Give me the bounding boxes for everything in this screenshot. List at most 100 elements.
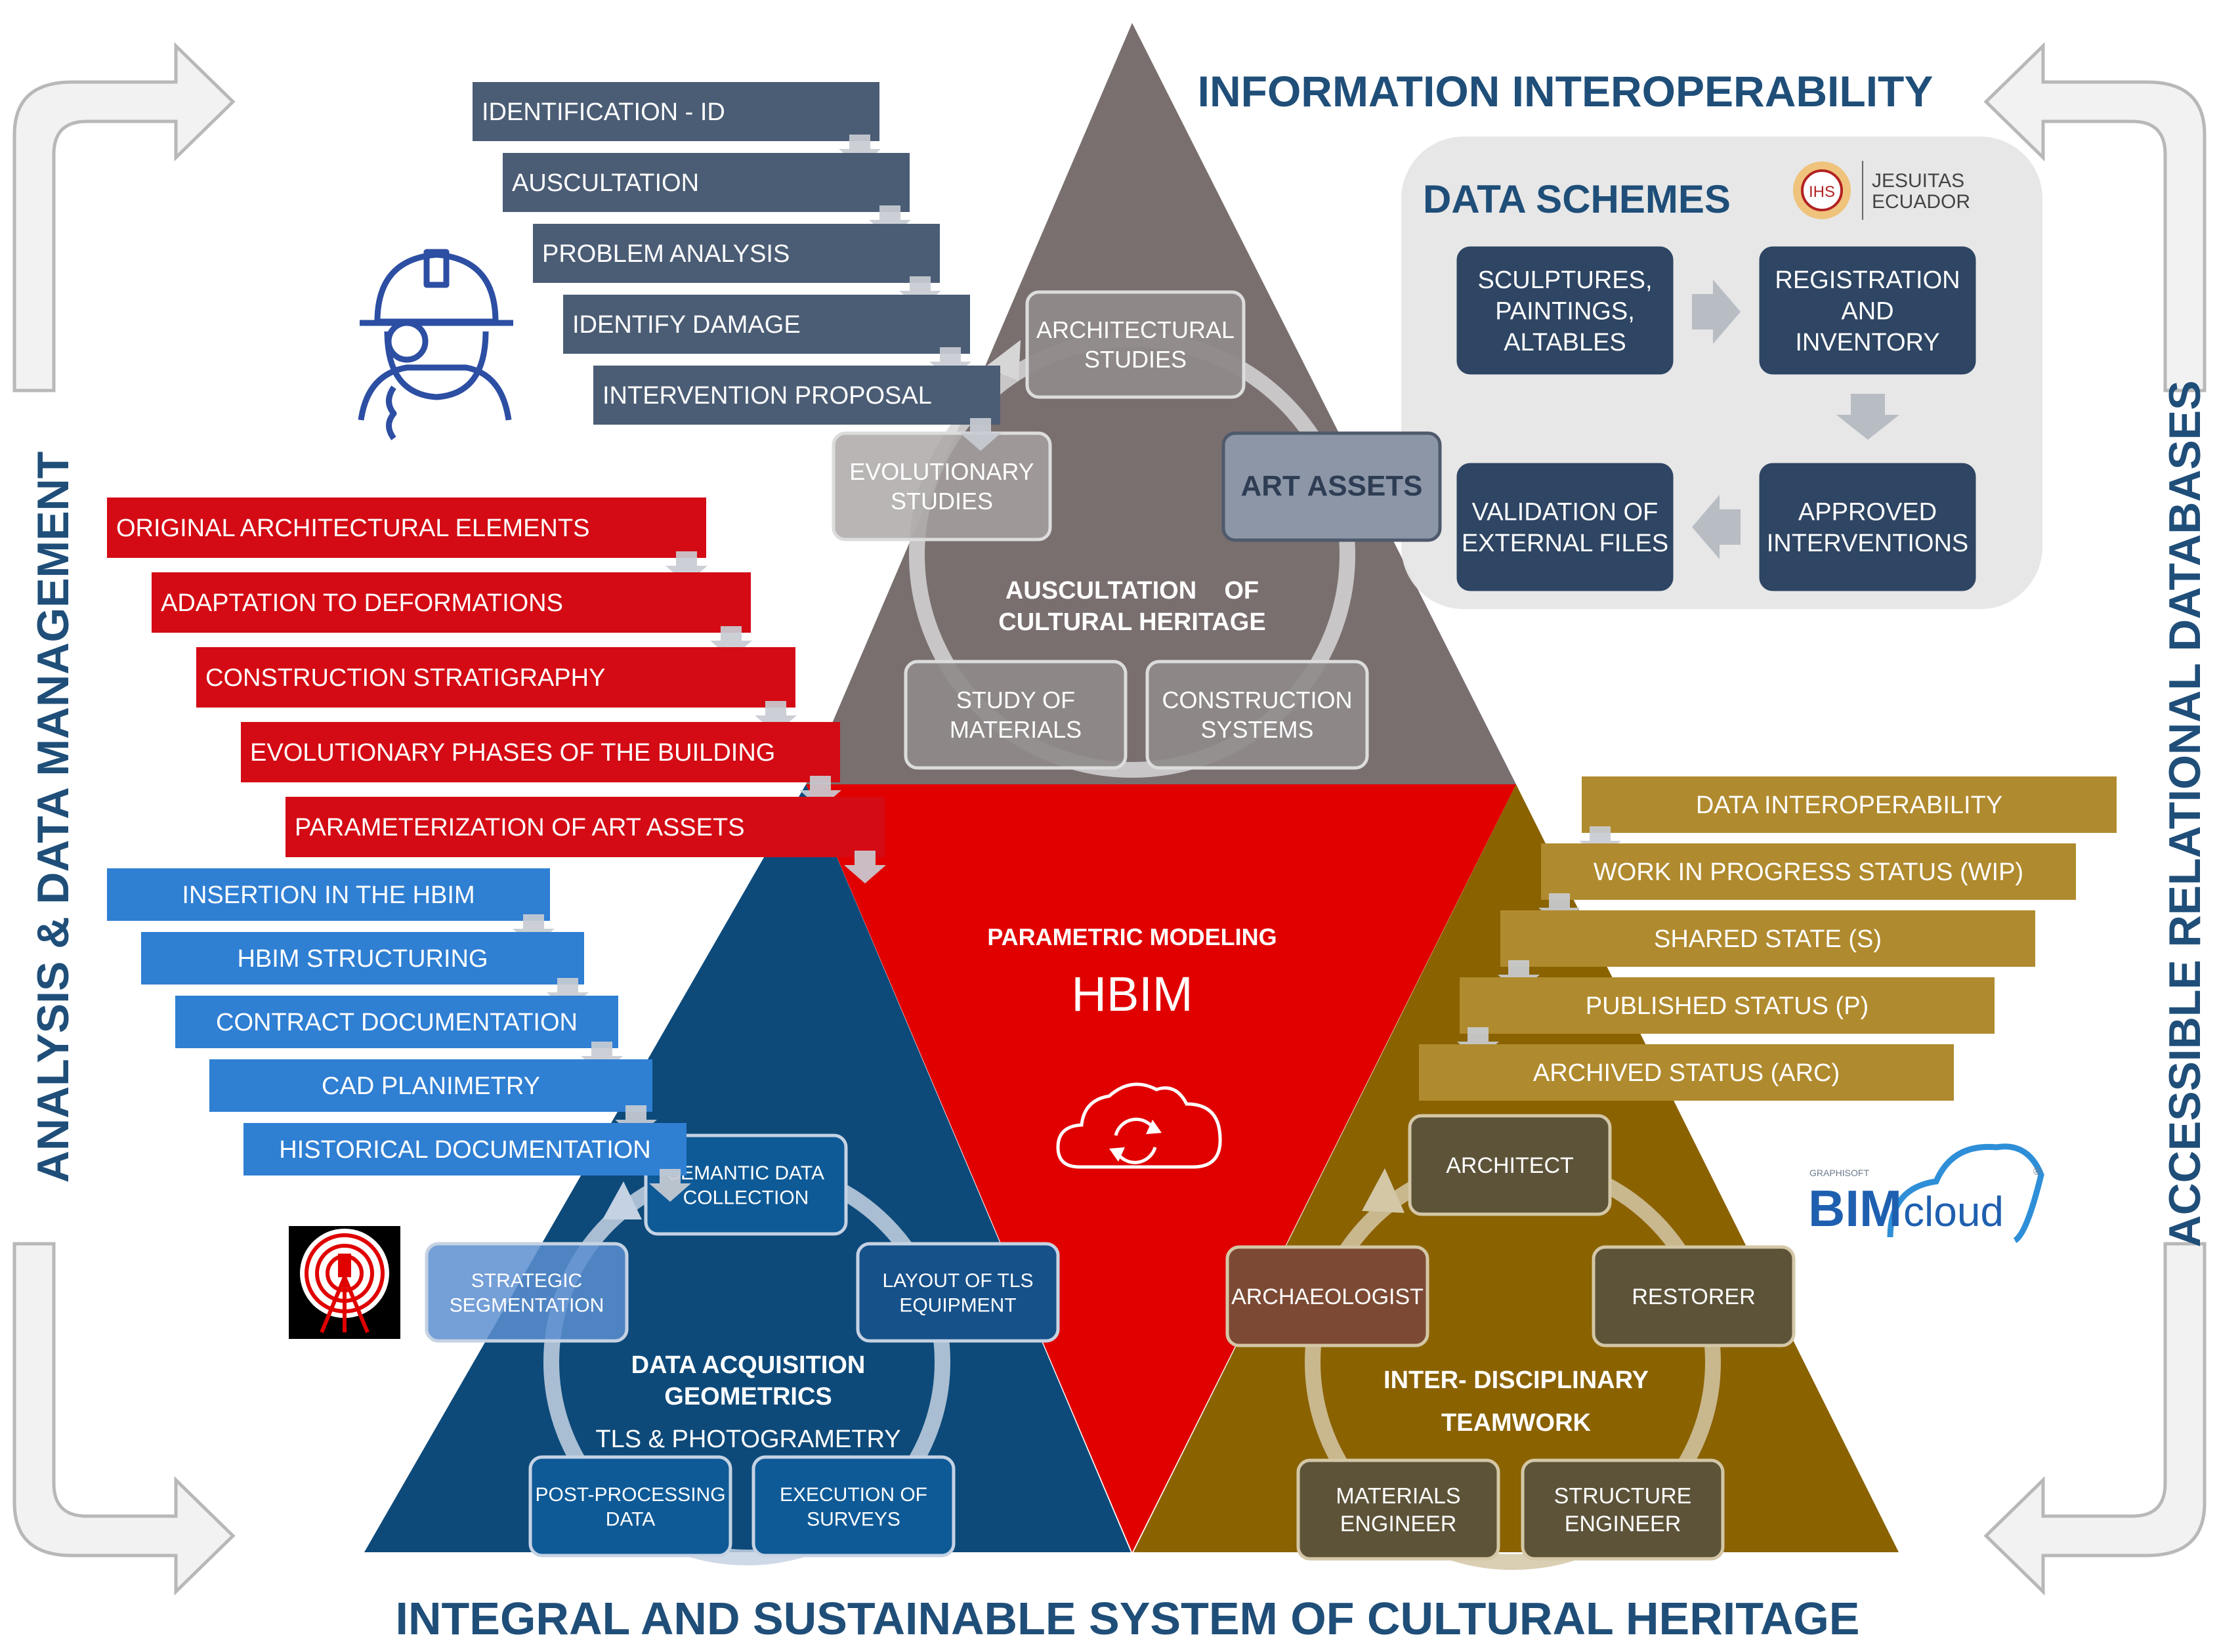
study-of-materials-label: STUDY OF xyxy=(956,687,1075,713)
gold-step-bar[interactable] xyxy=(1460,977,1995,1034)
semantic-data-collection-box[interactable] xyxy=(644,1133,848,1236)
materials-engineer-box[interactable] xyxy=(1296,1458,1500,1561)
top-step-bar-label: INTERVENTION PROPOSAL xyxy=(602,382,932,410)
bimcloud-graphisoft: GRAPHISOFT xyxy=(1809,1168,1869,1178)
blue-step-bar-label: HISTORICAL DOCUMENTATION xyxy=(279,1136,651,1164)
blue-step-bar[interactable] xyxy=(175,996,618,1048)
archaeologist-label: ARCHAEOLOGIST xyxy=(1231,1284,1424,1309)
layout-of-tls-box[interactable] xyxy=(856,1242,1060,1343)
strategic-segmentation-box[interactable] xyxy=(425,1242,629,1343)
top-step-down-arrow xyxy=(960,418,1002,451)
blue-step-bar-label: HBIM STRUCTURING xyxy=(237,945,488,973)
structure-engineer-box[interactable] xyxy=(1521,1458,1725,1561)
construction-systems-label: CONSTRUCTION xyxy=(1162,687,1353,713)
scheme-sculptures-label: ALTABLES xyxy=(1504,329,1626,356)
red-step-down-arrow xyxy=(844,851,886,883)
gold-step-bar[interactable] xyxy=(1541,843,2076,900)
study-of-materials-box[interactable] xyxy=(904,660,1128,770)
scheme-approved-label: APPROVED xyxy=(1798,499,1937,526)
gold-step-bar[interactable] xyxy=(1582,776,2117,833)
gold-step-bar[interactable] xyxy=(1500,910,2035,967)
bimcloud-registered: ® xyxy=(2033,1166,2041,1177)
construction-systems-label: SYSTEMS xyxy=(1200,716,1313,743)
red-step-down-arrow xyxy=(799,776,841,809)
hbim-center: PARAMETRIC MODELING HBIM xyxy=(987,923,1277,1169)
auscultation-center-line1: AUSCULTATION OF xyxy=(1005,577,1259,604)
blue-step-bar-label: CAD PLANIMETRY xyxy=(322,1072,540,1100)
arrow-top-right xyxy=(1983,42,2207,392)
arrow-bottom-left xyxy=(12,1242,236,1596)
gold-step-bar-label: ARCHIVED STATUS (ARC) xyxy=(1533,1059,1840,1087)
top-step-down-arrow xyxy=(839,135,881,167)
acquisition-center-line3: TLS & PHOTOGRAMETRY xyxy=(595,1426,900,1453)
blue-step-bar[interactable] xyxy=(209,1059,652,1112)
construction-systems-box[interactable] xyxy=(1145,660,1369,770)
bimcloud-logo: GRAPHISOFT BIM cloud ® xyxy=(1808,1143,2044,1243)
red-step-bar[interactable] xyxy=(152,572,751,633)
top-step-bar[interactable] xyxy=(563,295,970,354)
blue-step-bar[interactable] xyxy=(243,1123,687,1175)
svg-text:ECUADOR: ECUADOR xyxy=(1872,191,1970,213)
gold-step-down-arrow xyxy=(1579,826,1621,859)
data-schemes-boxes: SCULPTURES,PAINTINGS,ALTABLESREGISTRATIO… xyxy=(1456,246,1976,591)
restorer-box[interactable] xyxy=(1592,1245,1796,1347)
execution-of-surveys-box[interactable] xyxy=(751,1455,956,1557)
scheme-approved-label: INTERVENTIONS xyxy=(1767,530,1969,557)
blue-step-bar[interactable] xyxy=(141,932,584,985)
red-step-bar[interactable] xyxy=(196,647,795,708)
scheme-approved-box[interactable] xyxy=(1759,463,1976,591)
scheme-registration-box[interactable] xyxy=(1759,246,1976,375)
scheme-sculptures-label: PAINTINGS, xyxy=(1495,297,1635,325)
gold-step-bar-label: PUBLISHED STATUS (P) xyxy=(1586,992,1869,1020)
top-step-bar[interactable] xyxy=(533,224,940,283)
title-left: ANALYSIS & DATA MANAGEMENT xyxy=(28,452,78,1183)
architect-box[interactable] xyxy=(1408,1114,1612,1216)
title-top: INFORMATION INTEROPERABILITY xyxy=(1198,67,1934,116)
evolutionary-studies-box[interactable] xyxy=(832,431,1052,541)
top-step-down-arrow xyxy=(869,205,911,238)
architectural-studies-box[interactable] xyxy=(1025,290,1246,399)
teamwork-center-line2: TEAMWORK xyxy=(1441,1409,1592,1437)
red-step-bar-label: CONSTRUCTION STRATIGRAPHY xyxy=(205,664,605,692)
title-right: ACCESSIBLE RELATIONAL DATABASES xyxy=(2160,380,2210,1247)
red-step-bar[interactable] xyxy=(107,498,706,558)
auscultation-boxes: ARCHITECTURALSTUDIESEVOLUTIONARYSTUDIESS… xyxy=(832,290,1369,770)
scheme-arrow-right xyxy=(1692,280,1741,344)
scheme-validation-box[interactable] xyxy=(1456,463,1674,591)
top-step-bar[interactable] xyxy=(593,366,1000,425)
evolutionary-studies-label: EVOLUTIONARY xyxy=(849,458,1034,485)
auscultation-cycle: ARCHITECTURALSTUDIESEVOLUTIONARYSTUDIESS… xyxy=(832,290,1442,778)
acquisition-cycle-arrowhead xyxy=(602,1181,642,1219)
scheme-sculptures-label: SCULPTURES, xyxy=(1477,266,1652,294)
hbim-subtitle: PARAMETRIC MODELING xyxy=(987,923,1277,950)
gold-step-bar-label: DATA INTEROPERABILITY xyxy=(1696,792,2002,819)
top-step-down-arrow xyxy=(929,347,971,380)
top-step-bar-label: AUSCULTATION xyxy=(512,169,699,197)
cloud-sync-icon xyxy=(1056,1082,1222,1169)
teamwork-center-line1: INTER- DISCIPLINARY xyxy=(1384,1366,1649,1394)
materials-engineer-label: MATERIALS xyxy=(1336,1484,1460,1509)
svg-text:JESUITAS: JESUITAS xyxy=(1872,170,1964,192)
bimcloud-cloud: cloud xyxy=(1903,1188,2004,1235)
blue-step-down-arrow xyxy=(547,978,589,1011)
post-processing-data-box[interactable] xyxy=(528,1455,732,1557)
archaeologist-box[interactable] xyxy=(1225,1245,1429,1347)
scheme-sculptures-box[interactable] xyxy=(1456,246,1674,375)
layout-of-tls-label: LAYOUT OF TLS xyxy=(882,1270,1033,1292)
acquisition-cycle: SEMANTIC DATACOLLECTIONSTRATEGICSEGMENTA… xyxy=(425,1133,1060,1565)
auscultation-center-line2: CULTURAL HERITAGE xyxy=(998,608,1265,636)
top-step-bar[interactable] xyxy=(473,82,879,141)
art-assets-box[interactable] xyxy=(1221,431,1442,542)
teamwork-cycle-arrowhead xyxy=(1362,1168,1405,1213)
blue-step-bar[interactable] xyxy=(107,868,550,921)
gold-step-bar[interactable] xyxy=(1419,1044,1954,1101)
red-step-bar[interactable] xyxy=(285,797,885,857)
top-step-bar[interactable] xyxy=(503,153,910,212)
red-step-bar[interactable] xyxy=(241,722,840,782)
restorer-label: RESTORER xyxy=(1632,1284,1755,1309)
